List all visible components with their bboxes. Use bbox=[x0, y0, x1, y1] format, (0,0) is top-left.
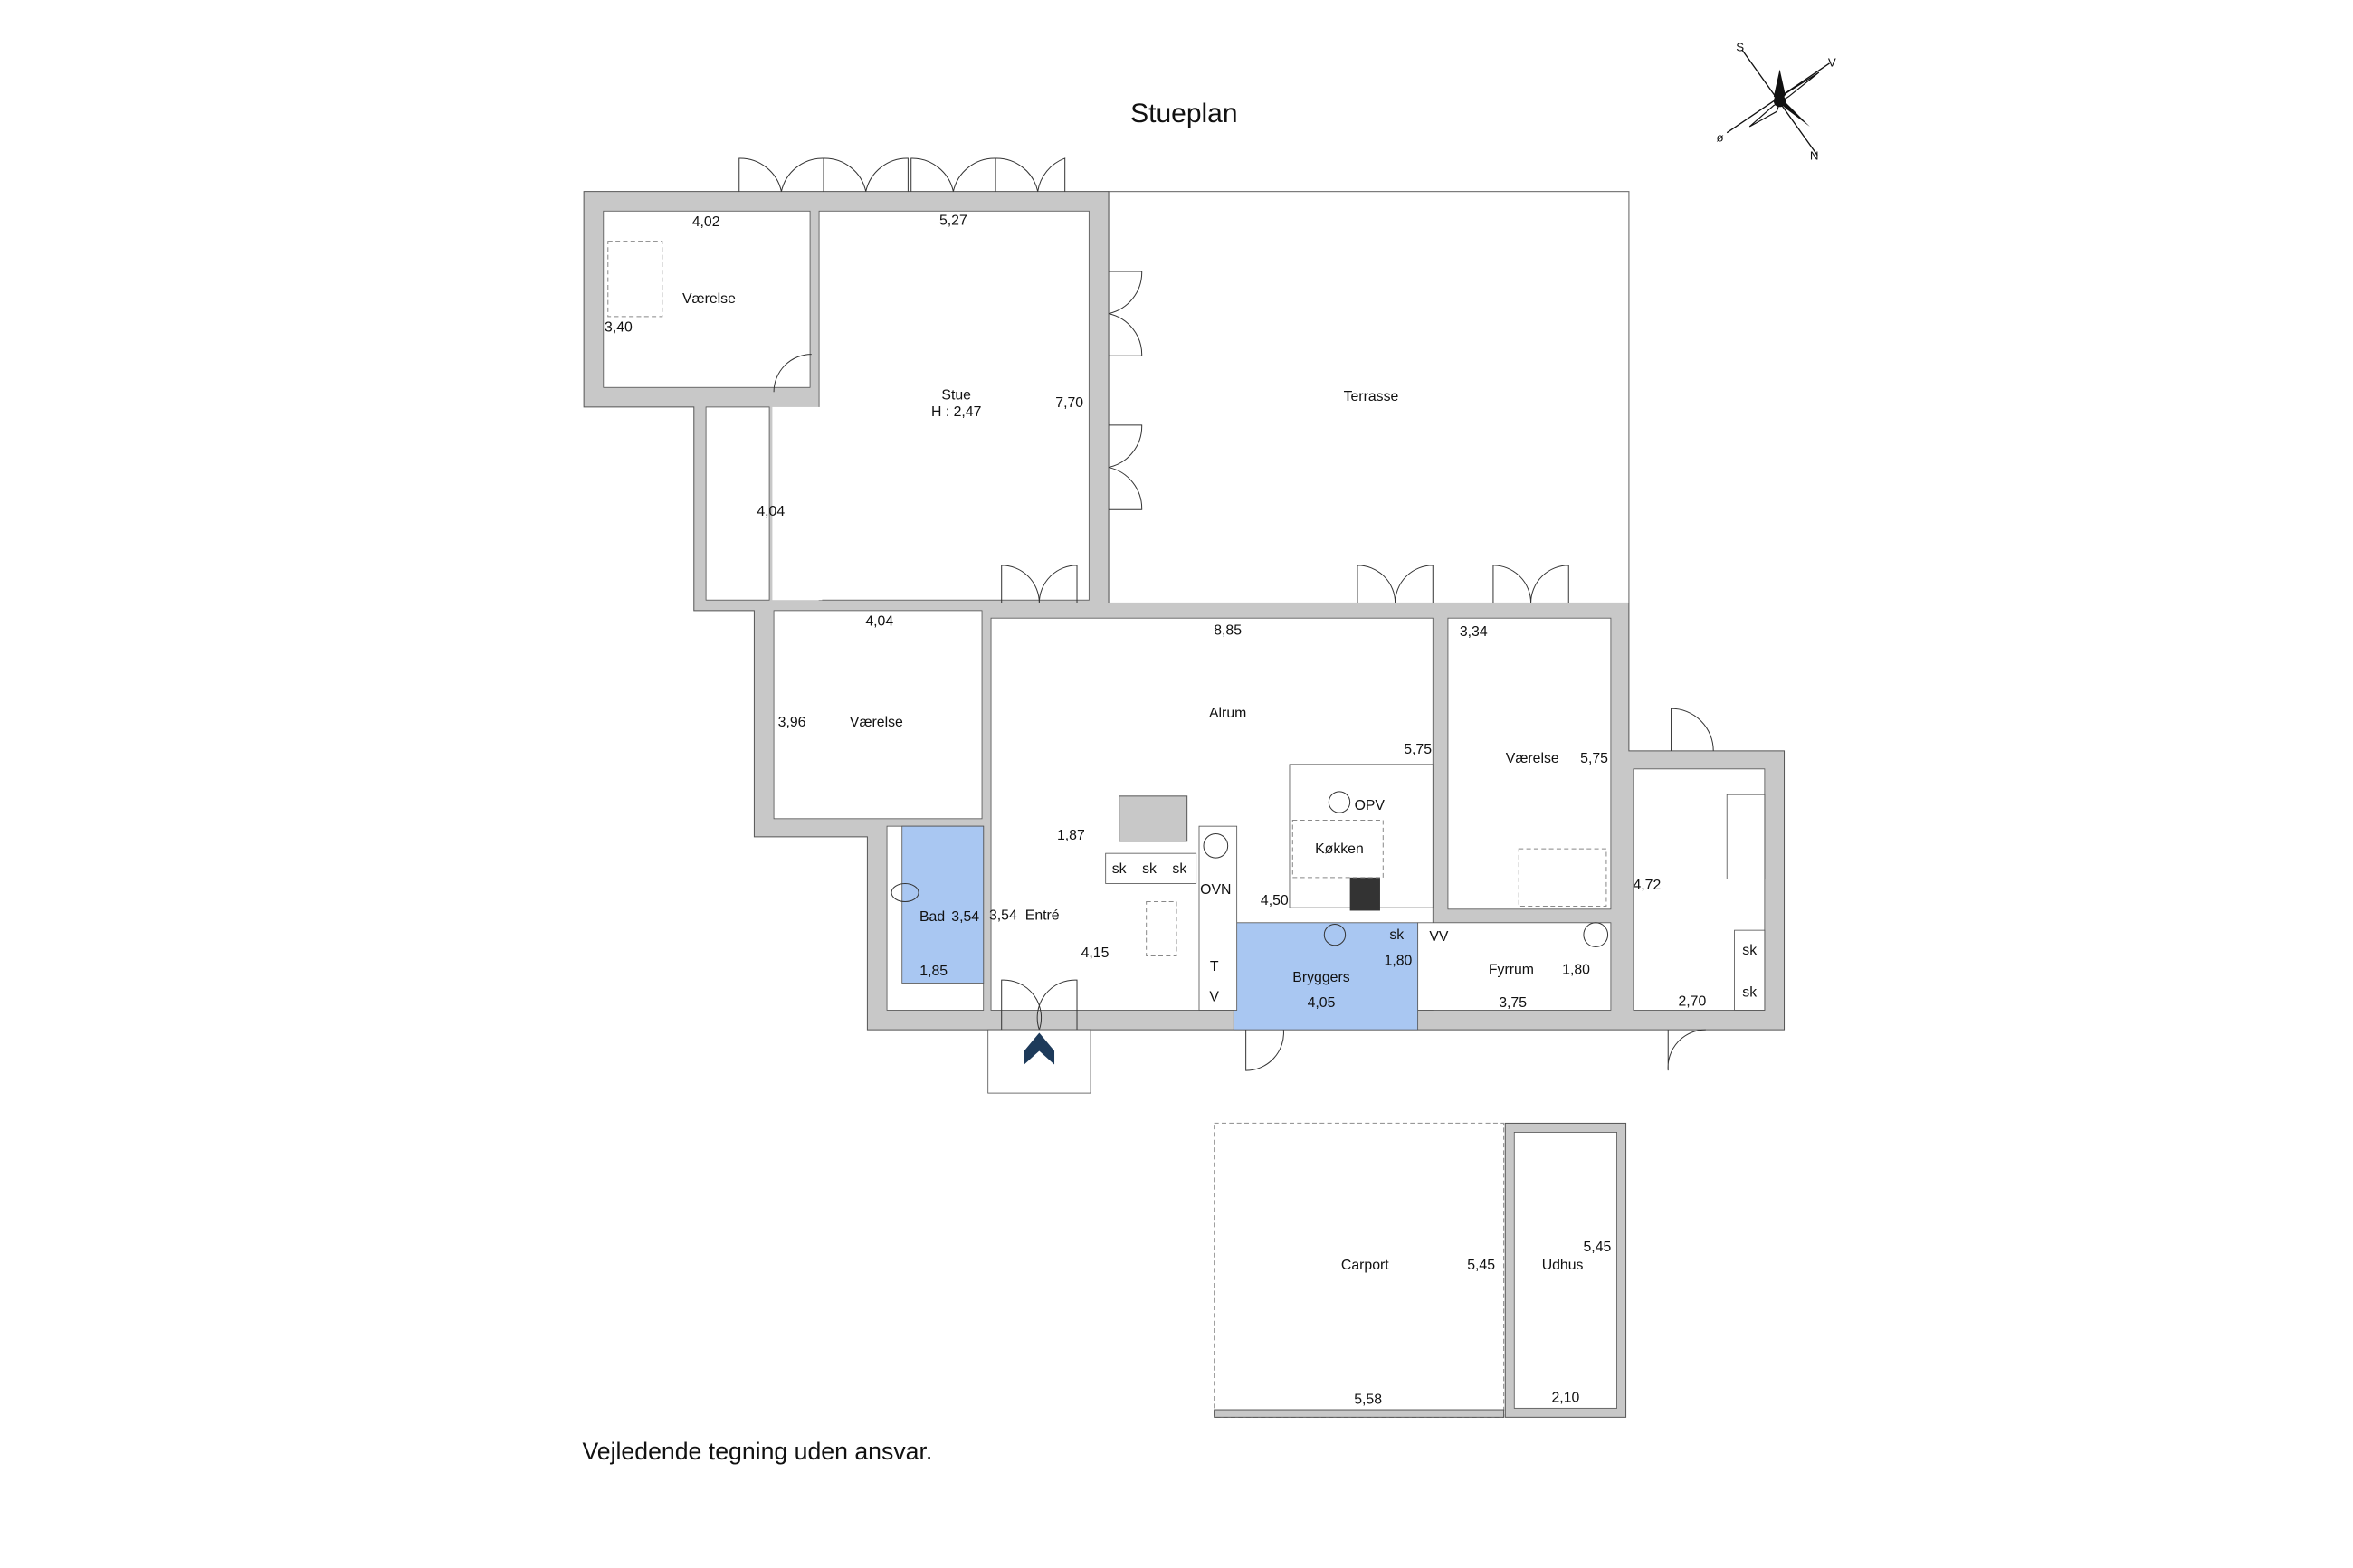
closet-label: sk bbox=[1142, 861, 1157, 877]
carport-back-wall bbox=[1214, 1409, 1505, 1418]
room-vaerelse-e bbox=[1447, 617, 1612, 910]
compass-s: S bbox=[1736, 41, 1744, 54]
room-name: Stue bbox=[941, 388, 971, 404]
room-stue-ext bbox=[772, 406, 823, 601]
closet-label: sk bbox=[1742, 943, 1757, 958]
dim-label: 5,58 bbox=[1354, 1392, 1382, 1407]
closet-label: sk bbox=[1172, 861, 1186, 877]
oven-label: OVN bbox=[1200, 882, 1231, 898]
room-name: Carport bbox=[1341, 1258, 1389, 1273]
room-vaerelse-nw bbox=[603, 210, 811, 388]
vv-label: VV bbox=[1429, 929, 1449, 945]
compass-o: ø bbox=[1717, 131, 1724, 145]
dim-label: 1,87 bbox=[1057, 828, 1085, 843]
room-labels: 4,02 Værelse 3,40 5,27 Stue H : 2,47 7,7… bbox=[605, 213, 1757, 1407]
fireplace bbox=[1119, 795, 1188, 842]
plan-title: Stueplan bbox=[1130, 99, 1237, 128]
room-name: Entré bbox=[1025, 908, 1060, 923]
room-name: Fyrrum bbox=[1489, 962, 1534, 977]
sink-icon bbox=[1323, 923, 1347, 946]
dim-label: 3,40 bbox=[605, 320, 633, 336]
room-name: Terrasse bbox=[1344, 389, 1399, 404]
dim-label: 1,85 bbox=[919, 964, 948, 979]
dim-label: 5,45 bbox=[1467, 1258, 1495, 1273]
room-udhus bbox=[1513, 1132, 1617, 1409]
dash-box bbox=[1291, 819, 1384, 879]
room-name: Værelse bbox=[1506, 751, 1559, 766]
dim-label: 4,02 bbox=[692, 214, 720, 230]
dim-label: 7,70 bbox=[1055, 395, 1083, 411]
dim-label: 8,85 bbox=[1214, 623, 1242, 639]
dim-label: 3,54 bbox=[989, 908, 1017, 923]
room-name: Værelse bbox=[850, 715, 903, 730]
dim-label: 5,45 bbox=[1584, 1240, 1612, 1255]
room-name: Udhus bbox=[1542, 1258, 1584, 1273]
dim-label: 3,54 bbox=[951, 909, 979, 925]
compass-n: N bbox=[1810, 149, 1819, 163]
room-name: Bad bbox=[919, 909, 945, 925]
room-vaerelse-w bbox=[773, 610, 983, 820]
dim-label: 3,96 bbox=[778, 715, 806, 730]
dash-box bbox=[1518, 848, 1607, 907]
kitchen-counter-west bbox=[1198, 825, 1238, 1011]
room-name: Køkken bbox=[1315, 841, 1364, 857]
dash-box bbox=[1146, 900, 1177, 956]
carport bbox=[1214, 1122, 1505, 1418]
dim-label: 5,75 bbox=[1404, 742, 1432, 757]
doors bbox=[738, 157, 1714, 1071]
closets bbox=[1105, 852, 1197, 884]
hob-icon bbox=[1349, 877, 1380, 911]
opv-label: OPV bbox=[1355, 798, 1386, 813]
dim-label: 4,04 bbox=[757, 504, 785, 519]
dim-label: 3,34 bbox=[1460, 624, 1488, 640]
dim-label: 4,15 bbox=[1081, 946, 1110, 961]
room-fyrrum bbox=[1417, 922, 1612, 1011]
dim-label: 5,27 bbox=[939, 213, 967, 228]
room-name: Alrum bbox=[1209, 706, 1246, 721]
dim-label: 2,10 bbox=[1552, 1391, 1580, 1406]
stair-east bbox=[1726, 794, 1766, 879]
closet-label: sk bbox=[1112, 861, 1127, 877]
closet-label: sk bbox=[1389, 927, 1404, 943]
v-label: V bbox=[1209, 989, 1219, 1004]
dim-label: 3,75 bbox=[1499, 995, 1527, 1011]
dim-label: 4,05 bbox=[1308, 995, 1336, 1011]
disclaimer: Vejledende tegning uden ansvar. bbox=[582, 1438, 932, 1465]
room-bad-wet bbox=[901, 825, 985, 984]
dim-label: 4,72 bbox=[1633, 878, 1661, 893]
compass-rose-icon: S V ø N bbox=[1717, 41, 1836, 163]
closet-label: sk bbox=[1742, 984, 1757, 1000]
dim-label: 5,75 bbox=[1580, 751, 1608, 766]
room-stue bbox=[818, 210, 1090, 601]
compass-v: V bbox=[1828, 55, 1836, 69]
dim-label: 2,70 bbox=[1678, 993, 1706, 1009]
sink-icon bbox=[1328, 791, 1351, 813]
dim-label: 4,50 bbox=[1261, 893, 1289, 908]
boiler-icon bbox=[1203, 832, 1229, 859]
room-stair bbox=[705, 406, 770, 601]
toilet-icon bbox=[891, 882, 919, 902]
room-height: H : 2,47 bbox=[931, 404, 981, 420]
dim-label: 1,80 bbox=[1385, 953, 1413, 968]
entrance-arrow-icon bbox=[1024, 1032, 1055, 1065]
room-name: Værelse bbox=[682, 291, 736, 307]
room-name: Bryggers bbox=[1292, 970, 1349, 985]
dim-label: 1,80 bbox=[1562, 962, 1590, 977]
dim-label: 4,04 bbox=[865, 614, 893, 630]
boiler-icon bbox=[1583, 922, 1609, 947]
closet-east bbox=[1734, 929, 1766, 1011]
t-label: T bbox=[1210, 959, 1219, 974]
dash-box bbox=[607, 241, 663, 318]
